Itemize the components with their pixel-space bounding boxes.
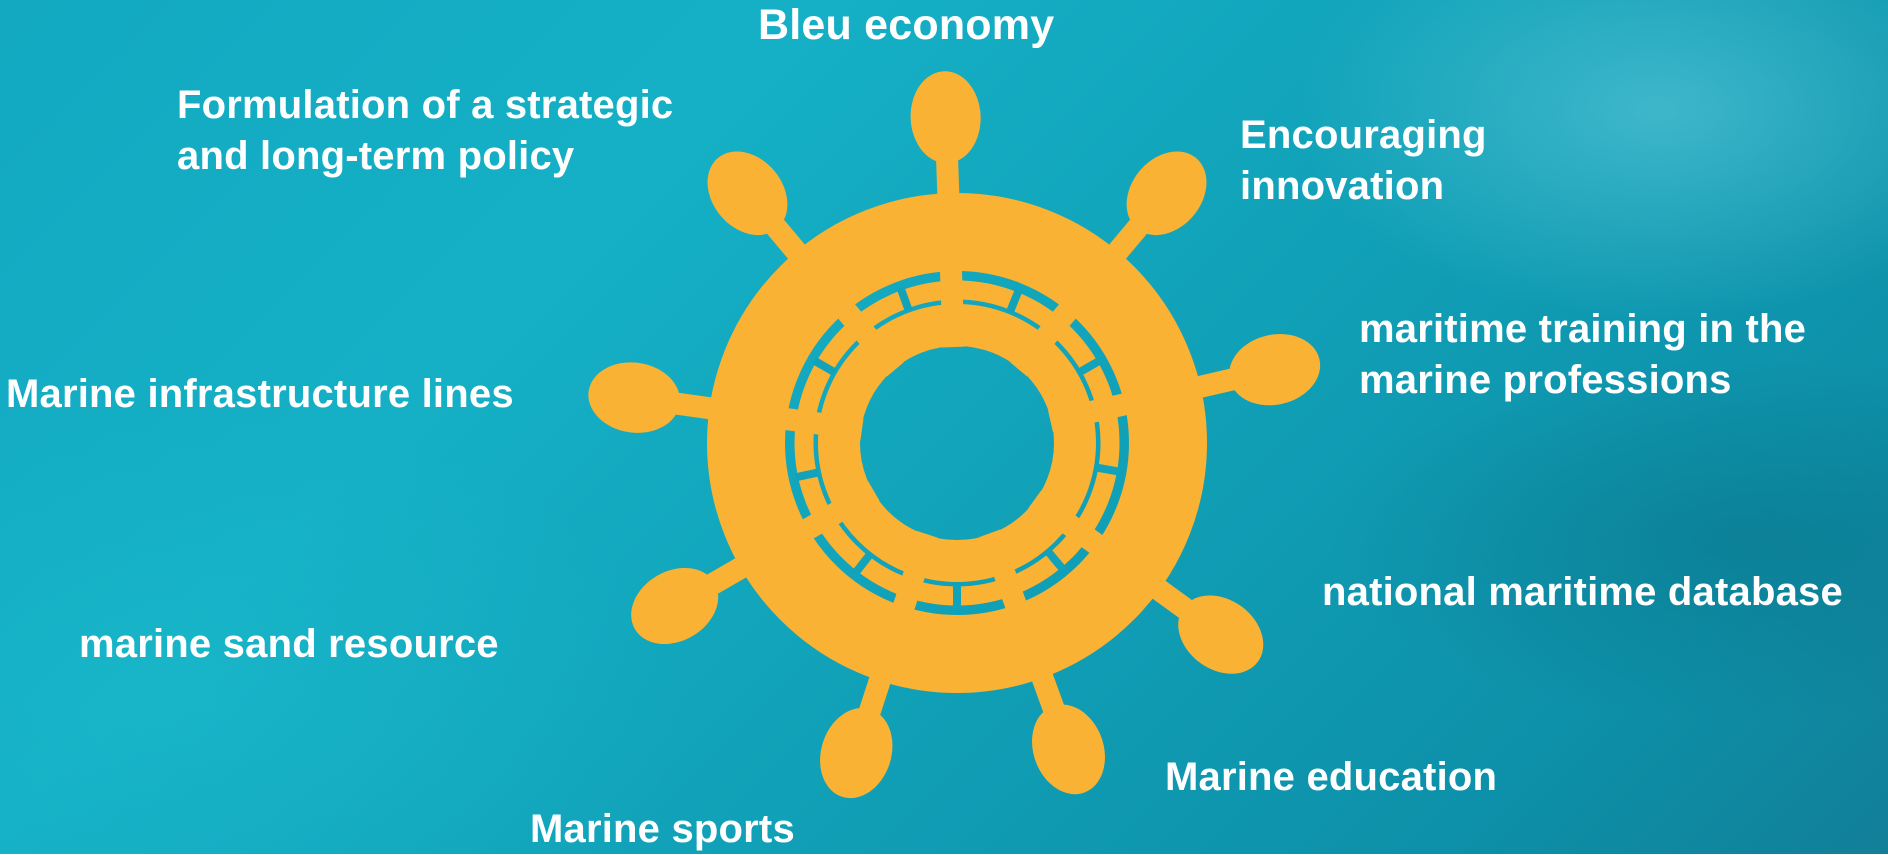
wheel-handle-knob: [1229, 334, 1321, 406]
wheel-handle-knob: [588, 362, 680, 433]
wheel-handle-knob: [707, 151, 788, 236]
wheel-spoke: [935, 142, 965, 348]
wheel-ring-gap: [1095, 463, 1121, 476]
label-education-line-1: Marine education: [1165, 755, 1498, 799]
wheel-handle-knob: [820, 707, 893, 799]
label-innovation-line-2: innovation: [1240, 164, 1445, 208]
wheel-spoke: [1048, 364, 1252, 433]
wheel-ring-gap: [852, 551, 874, 576]
wheel-ring-gap: [953, 584, 961, 608]
wheel-ring-gap: [812, 357, 837, 376]
wheel-handle-knob: [910, 71, 981, 164]
label-innovation-line-1: Encouraging: [1240, 113, 1487, 157]
wheel-spoke: [853, 530, 938, 732]
label-database: national maritime database: [1322, 567, 1843, 618]
wheel-spoke: [691, 481, 880, 603]
wheel-spoke: [979, 529, 1070, 729]
wheel-ring-gap: [794, 468, 820, 482]
label-database-line-1: national maritime database: [1322, 570, 1843, 614]
wheel-spoke: [658, 390, 864, 441]
wheel-handle-knob: [631, 567, 719, 645]
wheel-handle-knob: [1178, 595, 1264, 674]
label-infrastructure: Marine infrastructure lines: [6, 369, 514, 420]
diagram-title: Bleu economy: [758, 1, 1055, 49]
wheel-spoke: [1028, 490, 1207, 629]
label-education: Marine education: [1165, 752, 1497, 803]
wheel-ring-gap: [896, 286, 913, 312]
label-maritime-training-line-1: maritime training in the: [1359, 307, 1807, 351]
label-maritime-training-line-2: marine professions: [1359, 358, 1732, 402]
wheel-spoke: [755, 206, 904, 377]
wheel-ring-gap: [1077, 357, 1102, 376]
label-strategic-policy-line-2: and long-term policy: [177, 134, 575, 178]
wheel-handle-knob: [1126, 151, 1207, 236]
wheel-ring-gap: [1044, 548, 1067, 572]
wheel-ring-gap: [1006, 288, 1023, 314]
label-strategic-policy: Formulation of a strategic and long-term…: [177, 80, 673, 182]
label-strategic-policy-line-1: Formulation of a strategic: [177, 83, 674, 127]
label-sand: marine sand resource: [79, 619, 499, 670]
label-maritime-training: maritime training in the marine professi…: [1359, 304, 1806, 406]
wheel-spoke: [1010, 206, 1159, 377]
label-sports-line-1: Marine sports: [530, 807, 795, 851]
label-innovation: Encouraging innovation: [1240, 110, 1487, 212]
label-infrastructure-line-1: Marine infrastructure lines: [6, 372, 514, 416]
label-sand-line-1: marine sand resource: [79, 622, 499, 666]
wheel-handle-knob: [1032, 704, 1105, 795]
label-sports: Marine sports: [530, 804, 795, 855]
